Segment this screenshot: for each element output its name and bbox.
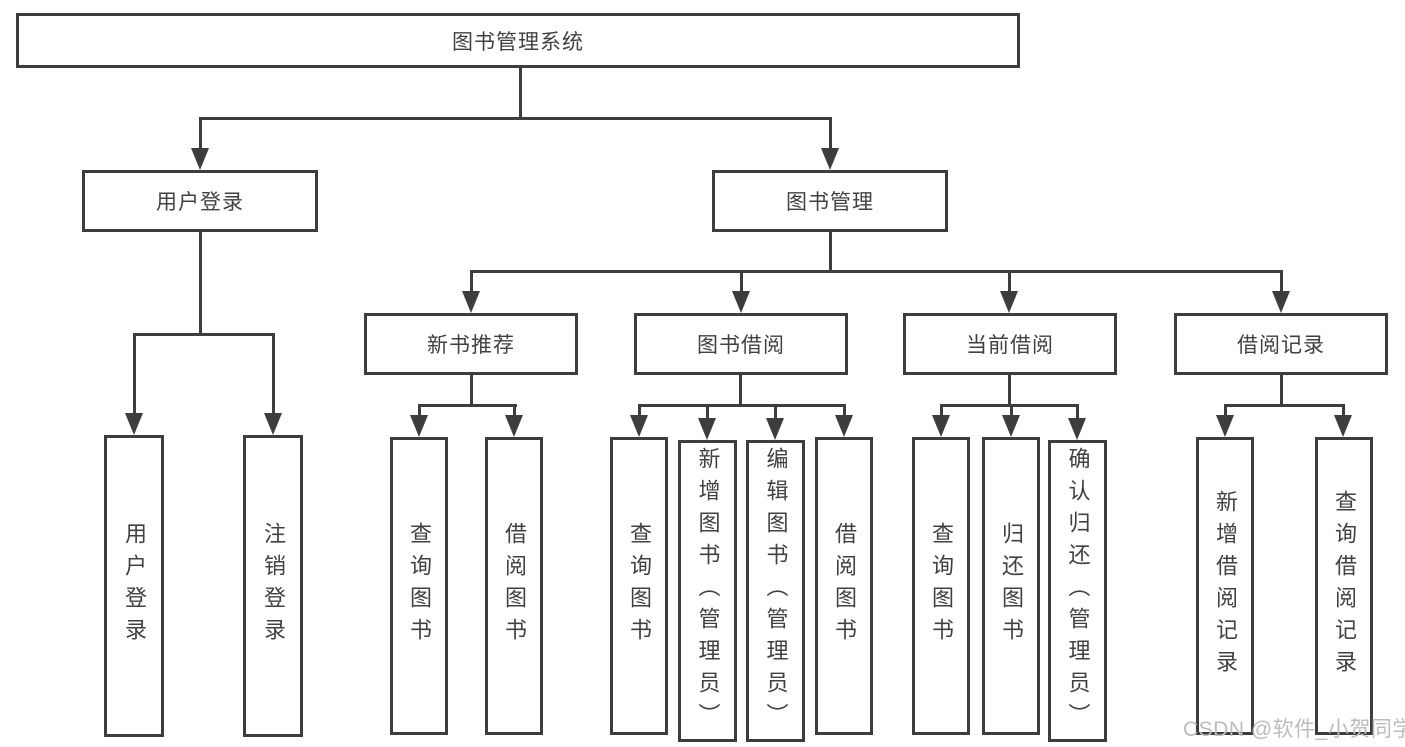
connector-arrow-stub [1076, 404, 1079, 418]
node-borrow-record: 借阅记录 [1174, 313, 1388, 375]
leaf-add-book-admin: 新增图书（管理员） [678, 440, 737, 742]
leaf-query-books-3: 查询图书 [912, 437, 970, 735]
node-current-borrow: 当前借阅 [903, 313, 1117, 375]
node-current-borrow-label: 当前借阅 [966, 334, 1054, 357]
arrow-down-icon [766, 418, 784, 440]
leaf-user-login: 用户登录 [104, 435, 164, 737]
leaf-logout-label: 注销登录 [261, 522, 286, 650]
arrow-down-icon [630, 415, 648, 437]
leaf-query-books-3-label: 查询图书 [929, 522, 954, 650]
arrow-down-icon [125, 413, 143, 435]
connector-arrow-stub [513, 404, 516, 415]
node-library-system-label: 图书管理系统 [452, 30, 584, 54]
leaf-return-books-label: 归还图书 [999, 522, 1024, 650]
connector-arrow-stub [470, 270, 473, 291]
arrow-down-icon [410, 415, 428, 437]
connector-level3-bar [470, 270, 1282, 273]
leaf-borrow-books-1-label: 借阅图书 [502, 522, 527, 650]
connector-arrow-stub [638, 404, 641, 415]
arrow-down-icon [698, 418, 716, 440]
connector-arrow-stub [1342, 404, 1345, 415]
arrow-down-icon [505, 415, 523, 437]
arrow-down-icon [1000, 291, 1018, 313]
leaf-query-books-1-label: 查询图书 [407, 522, 432, 650]
leaf-confirm-return-admin: 确认归还（管理员） [1048, 440, 1107, 742]
watermark: CSDN @软件_小贺同学 [1183, 718, 1405, 741]
connector-arrow-stub [706, 404, 709, 418]
arrow-down-icon [932, 415, 950, 437]
node-library-system: 图书管理系统 [16, 13, 1020, 68]
leaf-add-borrow-record-label: 新增借阅记录 [1213, 490, 1238, 682]
connector-arrow-stub [1280, 270, 1283, 291]
leaf-query-books-1: 查询图书 [390, 437, 448, 735]
leaf-query-books-2-label: 查询图书 [627, 522, 652, 650]
arrow-down-icon [1002, 415, 1020, 437]
node-user-login-label: 用户登录 [156, 191, 244, 214]
leaf-confirm-return-admin-label: 确认归还（管理员） [1065, 447, 1091, 735]
leaf-return-books: 归还图书 [982, 437, 1040, 735]
connector-current-bar [940, 404, 1078, 407]
leaf-edit-book-admin: 编辑图书（管理员） [746, 440, 805, 742]
node-new-book-recommend-label: 新书推荐 [427, 334, 515, 357]
connector-arrow-stub [418, 404, 421, 415]
node-user-login: 用户登录 [82, 170, 318, 232]
arrow-down-icon [835, 415, 853, 437]
leaf-query-borrow-record-label: 查询借阅记录 [1332, 490, 1357, 682]
leaf-edit-book-admin-label: 编辑图书（管理员） [763, 447, 789, 735]
arrow-down-icon [821, 148, 839, 170]
arrow-down-icon [1068, 418, 1086, 440]
connector-arrow-stub [199, 117, 202, 148]
connector-arrow-stub [272, 333, 275, 413]
connector-arrow-stub [1010, 404, 1013, 415]
arrow-down-icon [1272, 291, 1290, 313]
arrow-down-icon [1334, 415, 1352, 437]
connector-root-stub [519, 68, 522, 118]
leaf-user-login-label: 用户登录 [122, 522, 147, 650]
connector-record-bar [1224, 404, 1344, 407]
arrow-down-icon [1216, 415, 1234, 437]
connector-borrow-stub [739, 375, 742, 407]
connector-arrow-stub [829, 117, 832, 148]
connector-level2-bar [199, 117, 831, 120]
connector-login-stub [199, 232, 202, 336]
connector-borrow-bar [638, 404, 845, 407]
connector-current-stub [1008, 375, 1011, 407]
arrow-down-icon [264, 413, 282, 435]
leaf-add-book-admin-label: 新增图书（管理员） [695, 447, 721, 735]
connector-newbook-bar [418, 404, 517, 407]
connector-login-bar [133, 333, 275, 336]
leaf-logout: 注销登录 [243, 435, 303, 737]
connector-arrow-stub [940, 404, 943, 415]
node-book-management: 图书管理 [712, 170, 948, 232]
connector-manage-stub [829, 232, 832, 272]
connector-arrow-stub [740, 270, 743, 291]
arrow-down-icon [732, 291, 750, 313]
leaf-query-borrow-record: 查询借阅记录 [1315, 437, 1373, 735]
leaf-borrow-books-2: 借阅图书 [815, 437, 873, 735]
connector-arrow-stub [1008, 270, 1011, 291]
leaf-borrow-books-2-label: 借阅图书 [832, 522, 857, 650]
arrow-down-icon [462, 291, 480, 313]
connector-arrow-stub [843, 404, 846, 415]
node-book-borrow-label: 图书借阅 [697, 334, 785, 357]
connector-record-stub [1280, 375, 1283, 407]
connector-arrow-stub [774, 404, 777, 418]
node-book-management-label: 图书管理 [786, 191, 874, 214]
connector-arrow-stub [1224, 404, 1227, 415]
connector-arrow-stub [133, 333, 136, 413]
node-new-book-recommend: 新书推荐 [364, 313, 578, 375]
leaf-borrow-books-1: 借阅图书 [485, 437, 543, 735]
node-book-borrow: 图书借阅 [634, 313, 848, 375]
leaf-query-books-2: 查询图书 [610, 437, 668, 735]
connector-newbook-stub [470, 375, 473, 407]
leaf-add-borrow-record: 新增借阅记录 [1196, 437, 1254, 735]
node-borrow-record-label: 借阅记录 [1237, 334, 1325, 357]
arrow-down-icon [191, 148, 209, 170]
